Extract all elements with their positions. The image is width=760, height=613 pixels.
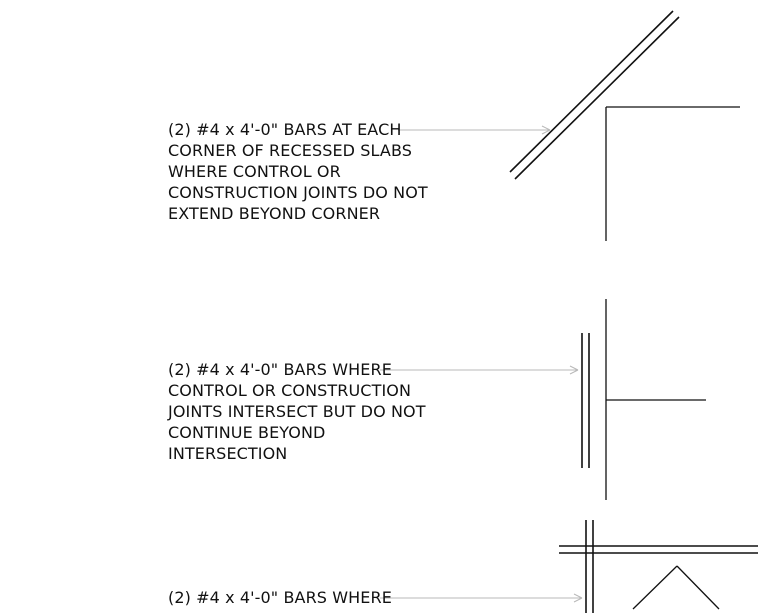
intersection-bars-note: (2) #4 x 4'-0" BARS WHERE CONTROL OR CON… (168, 359, 426, 464)
recessed-slab-corner-outline (605, 106, 740, 241)
diagonal-corner-bars (509, 10, 680, 180)
leader-arrow-3 (380, 593, 583, 603)
leader-arrow-1 (398, 125, 551, 135)
note-line: CONTROL OR CONSTRUCTION (168, 381, 412, 400)
note-line: WHERE CONTROL OR (168, 162, 341, 181)
note-line: CORNER OF RECESSED SLABS (168, 141, 413, 160)
vertical-intersection-bars (581, 333, 590, 468)
note-line: (2) #4 x 4'-0" BARS AT EACH (168, 120, 402, 139)
note-line: EXTEND BEYOND CORNER (168, 204, 381, 223)
crossing-bars-note: (2) #4 x 4'-0" BARS WHERE (168, 587, 392, 608)
leader-arrow-2 (380, 365, 579, 375)
note-line: JOINTS INTERSECT BUT DO NOT (168, 402, 426, 421)
note-line: INTERSECTION (168, 444, 288, 463)
note-line: CONTINUE BEYOND (168, 423, 326, 442)
note-line: (2) #4 x 4'-0" BARS WHERE (168, 360, 392, 379)
note-line: CONSTRUCTION JOINTS DO NOT (168, 183, 428, 202)
joint-intersection-outline (605, 299, 706, 500)
crossing-joint-bars (559, 520, 758, 613)
corner-bars-note: (2) #4 x 4'-0" BARS AT EACH CORNER OF RE… (168, 119, 428, 224)
note-line: (2) #4 x 4'-0" BARS WHERE (168, 588, 392, 607)
triangular-slab-outline (632, 565, 720, 610)
